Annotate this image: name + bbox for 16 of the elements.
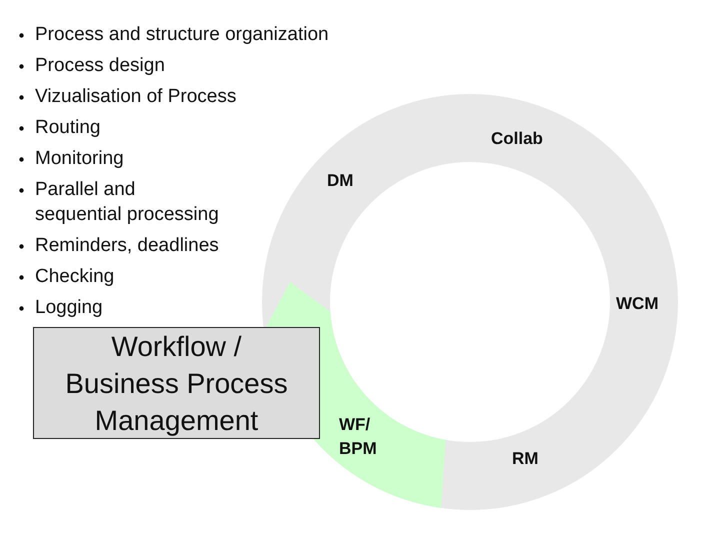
box-title: Workflow / Business Process Management xyxy=(64,330,289,438)
bullet-text: Reminders, deadlines xyxy=(35,235,219,256)
segment-label: WCM xyxy=(616,293,658,315)
bullet-text: Checking xyxy=(35,266,114,287)
segment-label: RM xyxy=(512,448,538,470)
bullet-text: Logging xyxy=(35,297,103,318)
bullet-text: Vizualisation of Process xyxy=(35,86,236,107)
segment-label: Collab xyxy=(491,128,543,150)
bullet-text: Process design xyxy=(35,55,165,76)
bullet-text: Monitoring xyxy=(35,148,124,169)
segment-label: WF/ BPM xyxy=(339,414,378,460)
title-box xyxy=(33,327,320,439)
segment-label: DM xyxy=(327,170,354,192)
bullet-text: Process and structure organization xyxy=(35,24,329,45)
bullet-text: Parallel and sequential processing xyxy=(35,179,219,225)
bullet-text: Routing xyxy=(35,117,100,138)
